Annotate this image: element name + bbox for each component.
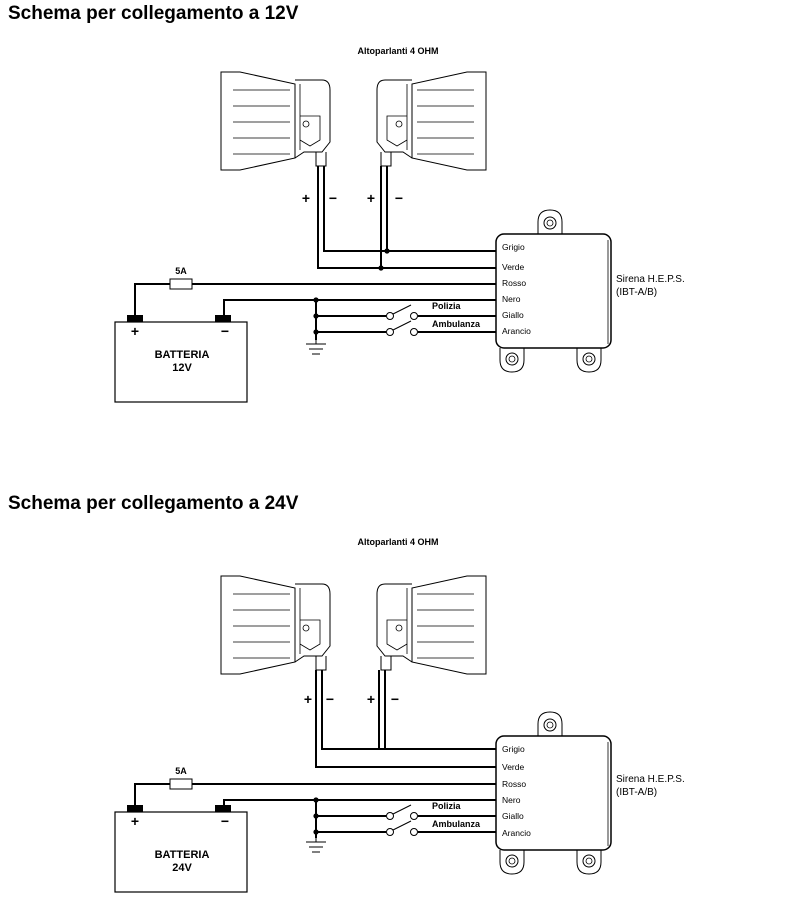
battery-voltage: 24V — [172, 862, 192, 874]
siren-wire-verde: Verde — [502, 262, 524, 272]
battery-minus-label: − — [221, 323, 229, 339]
fuse-label: 5A — [175, 266, 187, 276]
siren-wire-nero: Nero — [502, 294, 521, 304]
siren-wire-giallo: Giallo — [502, 811, 524, 821]
siren-wire-verde: Verde — [502, 762, 524, 772]
battery-negative-wire — [223, 297, 498, 340]
right-speaker-minus-label: − — [391, 691, 399, 707]
battery-plus-label: + — [131, 323, 139, 339]
siren-wire-rosso: Rosso — [502, 278, 526, 288]
siren-module-icon — [495, 711, 612, 875]
left-speaker-plus-label: + — [304, 691, 312, 707]
ground-icon — [306, 838, 326, 853]
battery-icon — [114, 315, 248, 403]
siren-wire-grigio: Grigio — [502, 242, 525, 252]
battery-positive-wire — [134, 283, 498, 316]
siren-module-icon — [495, 209, 612, 373]
battery-icon — [114, 805, 248, 893]
wiring-schematic: Altoparlanti 4 OHM + − + − — [114, 46, 685, 403]
battery-voltage: 12V — [172, 362, 192, 374]
siren-wire-arancio: Arancio — [502, 326, 531, 336]
wiring-diagram-12v: Schema per collegamento a 12V Altoparlan… — [8, 3, 685, 403]
right-speaker-minus-label: − — [395, 190, 403, 206]
switch-ambulanza — [316, 820, 498, 836]
siren-wire-rosso: Rosso — [502, 779, 526, 789]
siren-name: Sirena H.E.P.S. — [616, 774, 685, 785]
wiring-diagram-24v: Schema per collegamento a 24V Altoparlan… — [0, 490, 787, 916]
siren-wire-arancio: Arancio — [502, 828, 531, 838]
left-speaker-minus-label: − — [326, 691, 334, 707]
switch-ambulanza-label: Ambulanza — [432, 319, 481, 329]
fuse-label: 5A — [175, 766, 187, 776]
fuse-icon — [169, 278, 193, 290]
battery-label: BATTERIA — [155, 849, 210, 861]
speaker-wires — [317, 166, 498, 271]
diagram-title: Schema per collegamento a 24V — [8, 493, 299, 514]
speaker-wires — [315, 670, 498, 768]
switch-polizia — [316, 304, 498, 320]
battery-minus-label: − — [221, 813, 229, 829]
switch-polizia-label: Polizia — [432, 301, 462, 311]
siren-name: Sirena H.E.P.S. — [616, 274, 685, 285]
speaker-left-icon — [220, 71, 331, 171]
wiring-schematic: Altoparlanti 4 OHM + − + − — [114, 537, 685, 893]
diagram-title: Schema per collegamento a 12V — [8, 3, 299, 24]
speakers-label: Altoparlanti 4 OHM — [357, 46, 438, 56]
speakers-label: Altoparlanti 4 OHM — [357, 537, 438, 547]
fuse-icon — [169, 778, 193, 790]
siren-model: (IBT-A/B) — [616, 787, 657, 798]
switch-polizia — [316, 804, 498, 820]
right-speaker-plus-label: + — [367, 190, 375, 206]
switch-ambulanza — [316, 320, 498, 336]
left-speaker-plus-label: + — [302, 190, 310, 206]
battery-plus-label: + — [131, 813, 139, 829]
left-speaker-minus-label: − — [329, 190, 337, 206]
battery-label: BATTERIA — [155, 349, 210, 361]
switch-ambulanza-label: Ambulanza — [432, 819, 481, 829]
battery-positive-wire — [134, 783, 498, 806]
speaker-right-icon — [376, 71, 487, 171]
switch-polizia-label: Polizia — [432, 801, 462, 811]
siren-wire-grigio: Grigio — [502, 744, 525, 754]
speaker-left-icon — [220, 575, 331, 675]
siren-wire-giallo: Giallo — [502, 310, 524, 320]
ground-icon — [306, 340, 326, 355]
siren-wire-nero: Nero — [502, 795, 521, 805]
right-speaker-plus-label: + — [367, 691, 375, 707]
speaker-right-icon — [376, 575, 487, 675]
siren-model: (IBT-A/B) — [616, 287, 657, 298]
